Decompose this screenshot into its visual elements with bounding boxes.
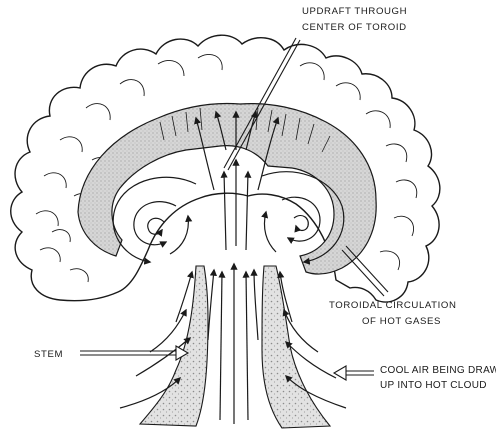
- stem-right-column: [262, 266, 330, 428]
- stem: [140, 264, 330, 428]
- stem-label: STEM: [34, 349, 63, 360]
- toroidal-label-line2: OF HOT GASES: [362, 316, 441, 327]
- updraft-label-line1: UPDRAFT THROUGH: [302, 6, 407, 17]
- updraft-label-line2: CENTER OF TOROID: [302, 22, 407, 33]
- right-vortex-return: [264, 212, 276, 252]
- left-vortex-return: [170, 216, 188, 254]
- toroidal-label-line1: TOROIDAL CIRCULATION: [329, 300, 457, 311]
- right-vortex-inner: [294, 216, 308, 231]
- inflow-arrows: [120, 272, 346, 408]
- cool-air-pointer: [334, 366, 374, 380]
- stem-left-column: [140, 266, 208, 426]
- cool-air-label-line1: COOL AIR BEING DRAWN: [380, 365, 496, 376]
- cloud-outline: [11, 35, 440, 302]
- cloud-cap: [11, 35, 440, 302]
- cool-air-label-line2: UP INTO HOT CLOUD: [380, 380, 487, 391]
